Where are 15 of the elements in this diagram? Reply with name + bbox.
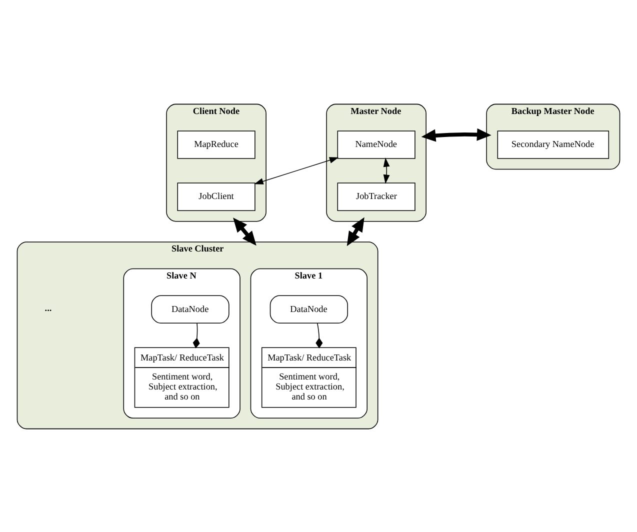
arrow (233, 217, 256, 246)
arrow (254, 156, 339, 184)
node-box: NameNode (337, 130, 416, 158)
node-box: JobTracker (337, 182, 416, 210)
node-box: JobClient (177, 182, 256, 210)
arrow (421, 128, 492, 142)
label: ... (44, 302, 52, 312)
node-box: Secondary NameNode (497, 130, 610, 158)
node-box: DataNode (270, 294, 348, 324)
connector (192, 322, 200, 348)
arrow (346, 216, 364, 246)
arrow (383, 157, 390, 184)
connector (316, 322, 323, 348)
node-box: MapReduce (177, 130, 256, 158)
node-box: DataNode (151, 294, 230, 324)
